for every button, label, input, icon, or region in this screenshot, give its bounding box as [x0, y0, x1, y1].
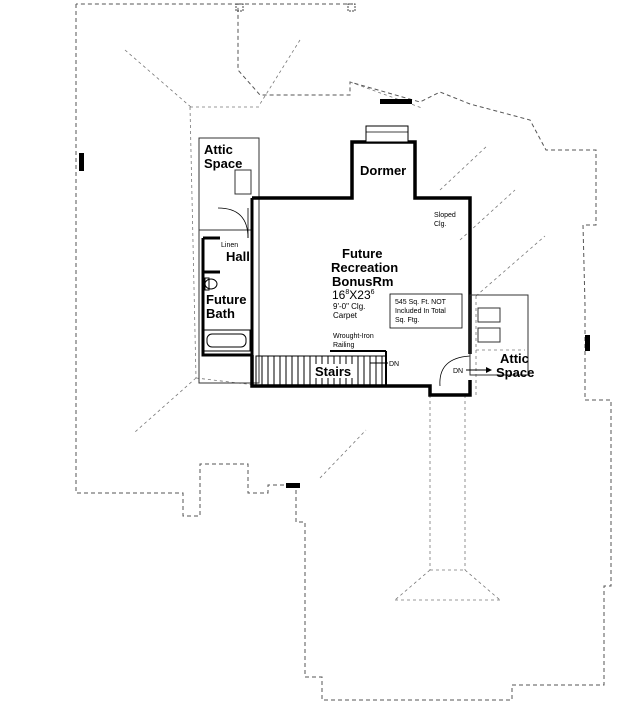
note-line-3: Sq. Ftg. — [395, 317, 420, 324]
roof-outline — [75, 3, 612, 701]
vent-bar — [286, 483, 300, 488]
bonus-room-ceiling: 9'-0" Clg. — [333, 302, 365, 311]
sloped-clg-label-2: Clg. — [434, 221, 447, 228]
stairs-dn-label: DN — [389, 361, 399, 368]
attic-space-left-label-1: Attic — [204, 142, 233, 157]
right-door-swing — [439, 355, 471, 387]
note-line-2: Included In Total — [395, 308, 446, 315]
dormer-window — [365, 125, 409, 143]
roof-hip-lines — [124, 39, 546, 601]
note-line-1: 545 Sq. Ft. NOT — [395, 299, 447, 306]
right-dn-label: DN — [453, 368, 463, 375]
bonus-room-walls — [250, 140, 472, 397]
vent-bar — [380, 99, 412, 104]
sloped-clg-label-1: Sloped — [434, 212, 456, 219]
marker-left — [235, 3, 244, 12]
vent-bar — [79, 153, 84, 171]
dn-arrow-head — [486, 367, 492, 373]
hall-label: Hall — [226, 249, 250, 264]
bonus-room-dimensions: 168X236 — [332, 288, 375, 302]
dormer-label: Dormer — [360, 163, 406, 178]
attic-space-right-label-1: Attic — [500, 351, 529, 366]
attic-space-left-label-2: Space — [204, 156, 242, 171]
railing-label-2: Railing — [333, 342, 355, 349]
bonus-room-label-1: Future — [342, 246, 382, 261]
hall-walls — [201, 198, 254, 357]
bonus-room-floor: Carpet — [333, 311, 358, 320]
marker-right — [347, 3, 356, 12]
future-bath-label-2: Bath — [206, 306, 235, 321]
stairs — [255, 350, 387, 387]
future-bath-label-1: Future — [206, 292, 246, 307]
right-attic-area — [469, 294, 529, 376]
note-box — [389, 293, 463, 329]
attic-space-right-label-2: Space — [496, 365, 534, 380]
linen-label: Linen — [221, 242, 238, 249]
stairs-label: Stairs — [315, 364, 351, 379]
hall-door-swing — [217, 207, 249, 239]
vent-bar — [585, 335, 590, 351]
railing-label-1: Wrought-Iron — [333, 333, 374, 340]
stairs-label-bg — [313, 364, 355, 378]
left-attic-area — [198, 137, 260, 384]
bonus-room-label-3: BonusRm — [332, 274, 393, 289]
bonus-room-label-2: Recreation — [331, 260, 398, 275]
